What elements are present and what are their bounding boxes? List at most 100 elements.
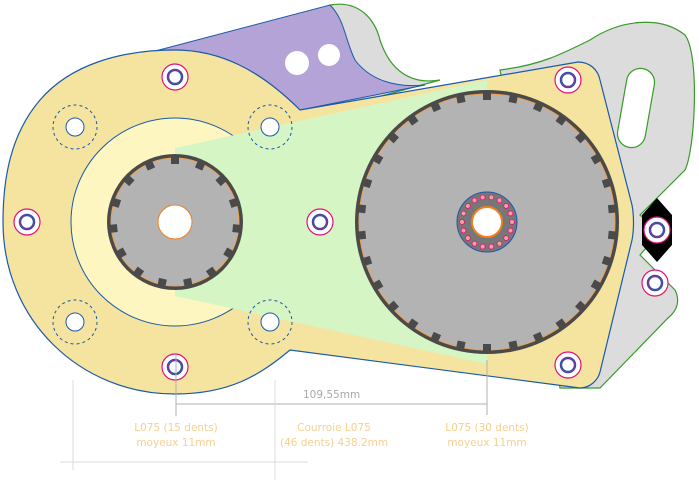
tooth bbox=[194, 160, 206, 171]
tooth bbox=[407, 318, 419, 329]
hole bbox=[65, 117, 85, 137]
screw-inner bbox=[560, 357, 576, 373]
screw-inner bbox=[312, 214, 328, 230]
mounting-hole bbox=[247, 104, 293, 150]
hub-tooth bbox=[488, 194, 495, 201]
tooth bbox=[228, 198, 239, 208]
fasteners bbox=[13, 63, 671, 381]
screw-inner bbox=[649, 222, 665, 238]
tooth bbox=[363, 255, 373, 266]
tooth bbox=[373, 154, 384, 165]
hub-tooth bbox=[460, 210, 467, 217]
tooth bbox=[483, 344, 491, 351]
hole bbox=[260, 117, 280, 137]
tooth bbox=[157, 277, 167, 287]
tooth bbox=[133, 266, 145, 277]
screw bbox=[641, 269, 669, 297]
tooth bbox=[508, 94, 518, 104]
belt-length: (46 dents) 438.2mm bbox=[279, 437, 389, 449]
hole-outline bbox=[52, 104, 98, 150]
hub-tooth bbox=[507, 227, 514, 234]
screw-inner bbox=[19, 214, 35, 230]
large-pulley-bore-hole bbox=[471, 206, 503, 238]
center-distance-dimension: 109,55mm bbox=[303, 389, 361, 401]
large-pulley-label: L075 (30 dents) moyeux 11mm bbox=[438, 421, 536, 451]
screw-head bbox=[554, 66, 582, 94]
tooth bbox=[508, 340, 518, 350]
screw-inner bbox=[647, 275, 663, 291]
tooth bbox=[555, 115, 567, 126]
adjust-slot bbox=[616, 67, 656, 149]
tooth bbox=[183, 277, 193, 287]
screw-head bbox=[161, 353, 189, 381]
tooth bbox=[358, 204, 367, 214]
hole bbox=[65, 312, 85, 332]
tooth bbox=[223, 247, 234, 258]
tooth bbox=[124, 175, 135, 187]
dimension-lines bbox=[60, 355, 488, 480]
tooth bbox=[483, 93, 491, 100]
screw bbox=[554, 66, 582, 94]
tooth bbox=[574, 300, 586, 312]
mounting-hole bbox=[247, 299, 293, 345]
belt-spec: Courroie L075 bbox=[297, 422, 371, 434]
tooth bbox=[109, 224, 118, 233]
tooth bbox=[555, 318, 567, 329]
tooth bbox=[601, 178, 611, 189]
hub-tooth bbox=[507, 210, 514, 217]
mounting-hole bbox=[52, 104, 98, 150]
screw bbox=[643, 216, 671, 244]
screw bbox=[13, 208, 41, 236]
tooth bbox=[574, 132, 586, 144]
hole bbox=[260, 312, 280, 332]
screw-head bbox=[554, 351, 582, 379]
hub-tooth bbox=[496, 197, 503, 204]
tooth bbox=[532, 102, 544, 113]
screw bbox=[161, 353, 189, 381]
tooth bbox=[232, 224, 241, 233]
tooth bbox=[607, 230, 616, 240]
belt-label: Courroie L075 (46 dents) 438.2mm bbox=[270, 421, 398, 451]
tooth bbox=[430, 331, 442, 342]
screw-head bbox=[643, 216, 671, 244]
hole-outline bbox=[247, 104, 293, 150]
tooth bbox=[607, 204, 616, 214]
screw-inner bbox=[167, 69, 183, 85]
tooth bbox=[456, 340, 466, 350]
hub-tooth bbox=[479, 194, 486, 201]
screw-head bbox=[641, 269, 669, 297]
tooth bbox=[215, 175, 226, 187]
tooth bbox=[388, 300, 400, 312]
tooth bbox=[373, 279, 384, 290]
small-pulley-bore: moyeux 11mm bbox=[136, 437, 216, 449]
tooth bbox=[111, 198, 122, 208]
hub-tooth bbox=[509, 219, 515, 225]
hub-tooth bbox=[464, 203, 471, 209]
small-pulley-bore-hole bbox=[157, 204, 193, 240]
small-pulley-spec: L075 (15 dents) bbox=[134, 422, 218, 434]
tooth bbox=[601, 255, 611, 266]
large-pulley-bore: moyeux 11mm bbox=[447, 437, 527, 449]
hole-outline bbox=[52, 299, 98, 345]
screw-inner bbox=[560, 72, 576, 88]
hub-tooth bbox=[459, 219, 465, 225]
screw-head bbox=[306, 208, 334, 236]
large-pulley-spec: L075 (30 dents) bbox=[445, 422, 529, 434]
hub-tooth bbox=[464, 235, 471, 241]
mounting-hole bbox=[52, 299, 98, 345]
hole bbox=[285, 51, 309, 75]
tooth bbox=[171, 157, 179, 164]
hub-tooth bbox=[503, 203, 510, 209]
tooth bbox=[205, 266, 217, 277]
hub-tooth bbox=[479, 243, 486, 250]
tooth bbox=[116, 247, 127, 258]
tooth bbox=[407, 115, 419, 126]
hole-outline bbox=[247, 299, 293, 345]
screw bbox=[161, 63, 189, 91]
screw-head bbox=[13, 208, 41, 236]
tooth bbox=[144, 160, 156, 171]
tooth bbox=[590, 154, 601, 165]
small-pulley-label: L075 (15 dents) moyeux 11mm bbox=[128, 421, 224, 451]
tooth bbox=[363, 178, 373, 189]
screw bbox=[554, 351, 582, 379]
